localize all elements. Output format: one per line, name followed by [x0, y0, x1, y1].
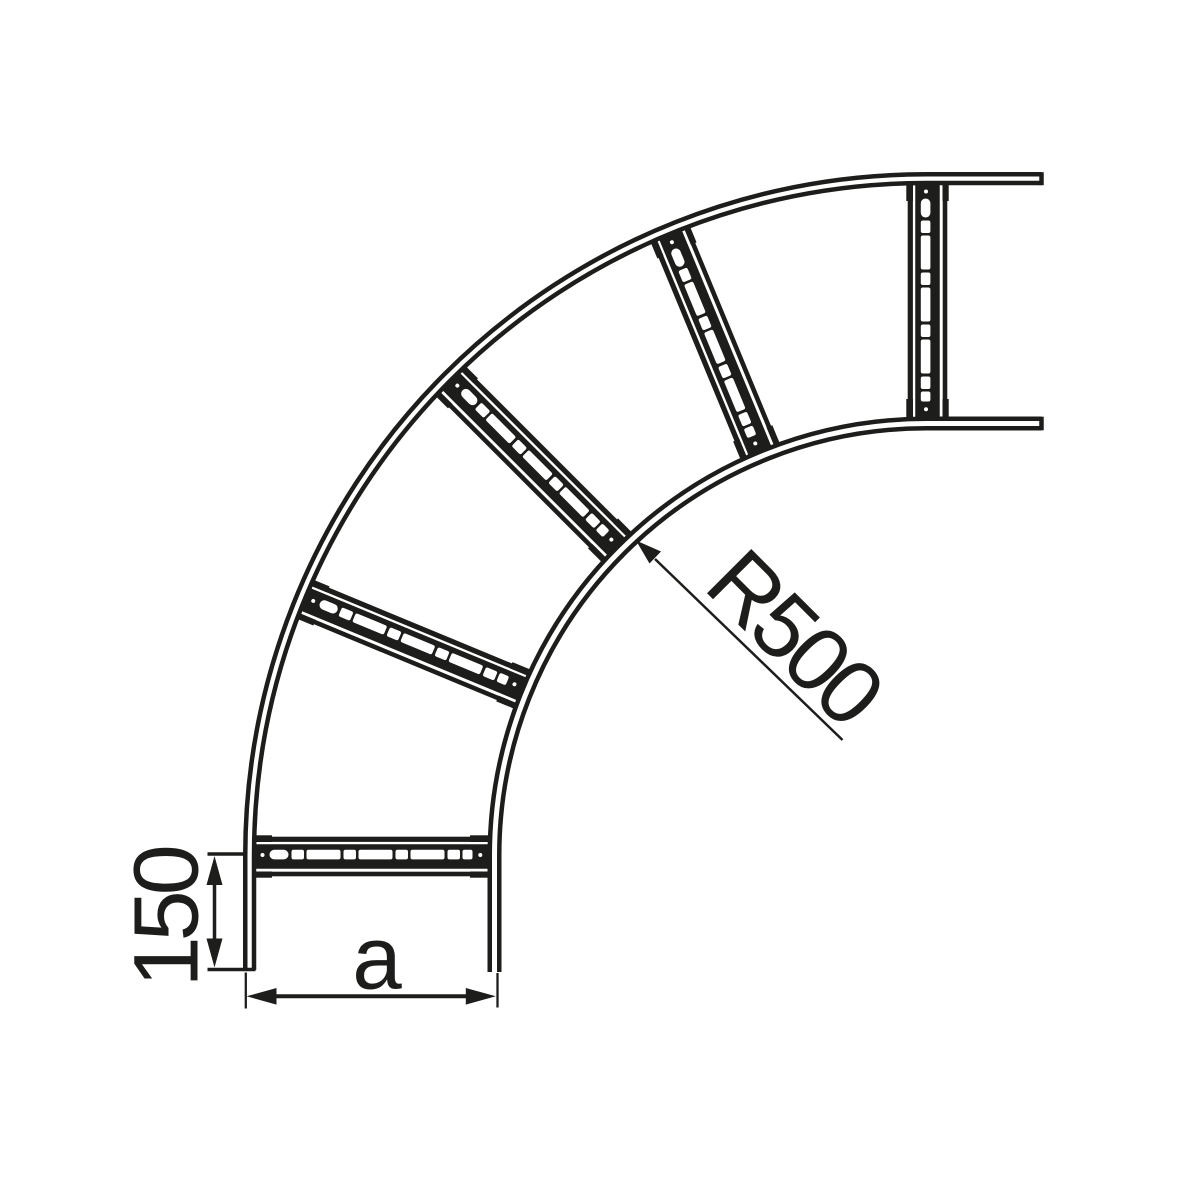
svg-text:150: 150: [116, 847, 218, 987]
svg-text:R500: R500: [688, 531, 902, 745]
svg-text:a: a: [352, 907, 402, 1007]
